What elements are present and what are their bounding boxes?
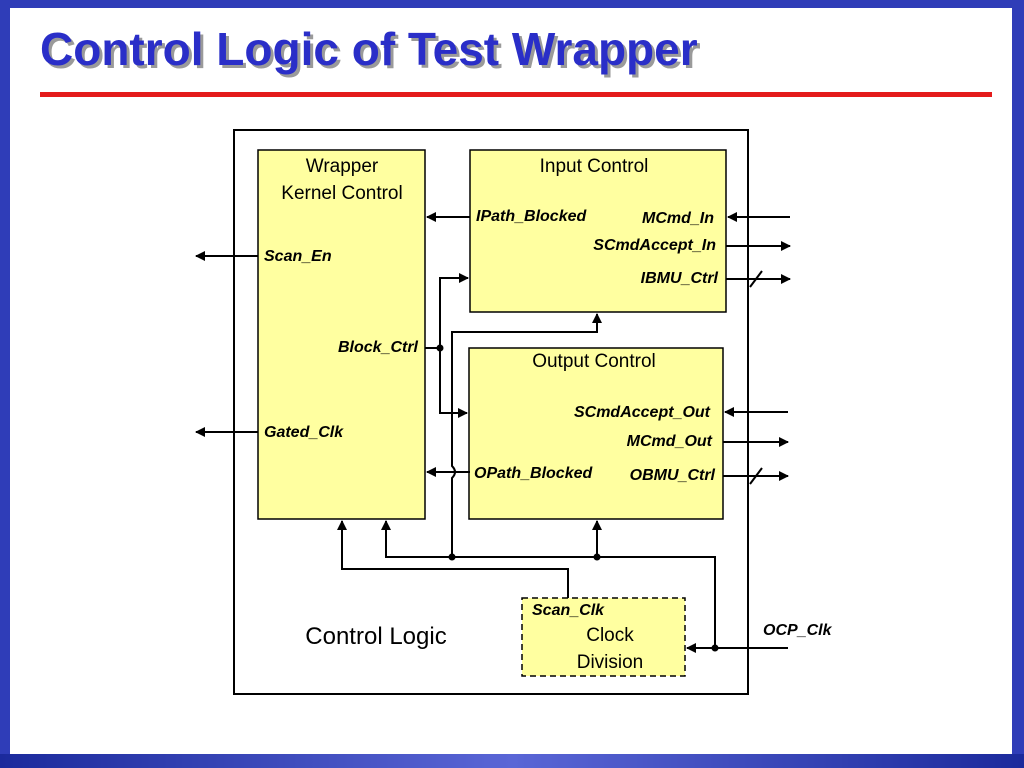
output-control-label: Output Control [532, 351, 656, 372]
wrapper-kernel-label-line1: Wrapper [306, 156, 379, 177]
frame-bottom-border [0, 754, 1024, 768]
block-ctrl-to-input [439, 273, 469, 348]
clock-division-block [521, 597, 686, 677]
wrapper-kernel-label-line2: Kernel Control [281, 183, 402, 204]
clock-division-label-line2: Division [577, 652, 644, 673]
ibmu-ctrl-bus-slash [749, 270, 763, 288]
signal-obmu-ctrl: OBMU_Ctrl [630, 467, 716, 484]
clock-division-label-line1: Clock [586, 625, 634, 646]
signal-opath-blocked: OPath_Blocked [474, 465, 593, 482]
signal-block-ctrl: Block_Ctrl [338, 339, 419, 356]
frame-left-border [0, 0, 10, 768]
output-control-block [468, 347, 724, 520]
signal-scan-en: Scan_En [264, 248, 332, 265]
input-control-label: Input Control [540, 156, 649, 177]
signal-scmdaccept-in: SCmdAccept_In [593, 237, 716, 254]
signal-ibmu-ctrl: IBMU_Ctrl [641, 270, 719, 287]
scan-clk-to-kernel [337, 520, 569, 598]
signal-scan-clk: Scan_Clk [532, 602, 605, 619]
signal-scmdaccept-out: SCmdAccept_Out [574, 404, 711, 421]
signal-ipath-blocked: IPath_Blocked [476, 208, 587, 225]
signal-mcmd-out: MCmd_Out [627, 433, 713, 450]
signal-mcmd-in: MCmd_In [642, 210, 714, 227]
slide-title: Control Logic of Test Wrapper [40, 23, 698, 75]
frame-right-border [1012, 0, 1024, 768]
control-logic-label: Control Logic [305, 623, 446, 650]
ocp-clk-junction [711, 644, 719, 652]
block-ctrl-to-output [439, 348, 468, 418]
frame-top-border [0, 0, 1024, 8]
signal-ocp-clk: OCP_Clk [763, 622, 833, 639]
wrapper-kernel-control-block [257, 149, 426, 520]
input-control-block [469, 149, 727, 313]
obmu-ctrl-bus-slash [749, 467, 763, 485]
signal-gated-clk: Gated_Clk [264, 424, 344, 441]
clock-to-input-path [451, 313, 602, 557]
title-underline [40, 92, 992, 97]
